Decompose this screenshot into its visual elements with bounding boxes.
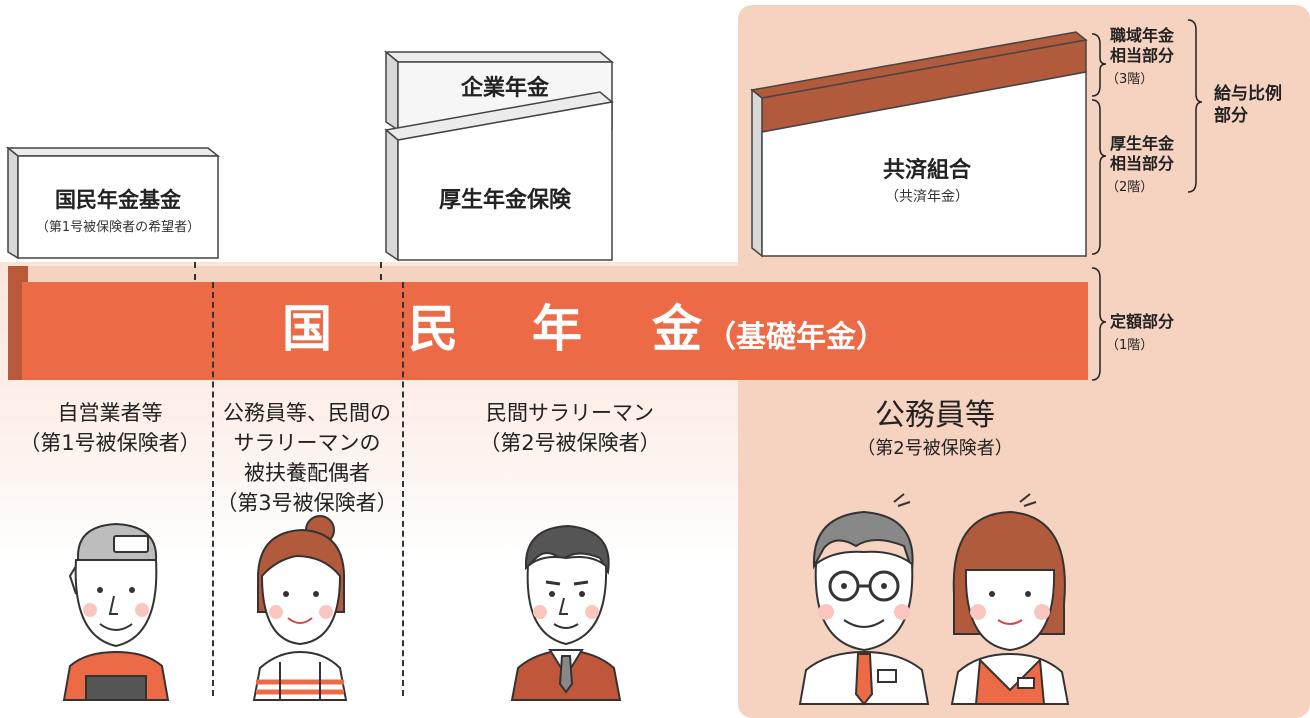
basic-bar-subtitle: （基礎年金）: [706, 320, 886, 355]
civil-servant-line2: （第2号被保険者）: [857, 438, 1013, 459]
mutual-aid-title: 共済組合: [882, 158, 971, 183]
national-fund-subtitle: （第1号被保険者の希望者）: [35, 220, 201, 235]
basic-bar-char-1: 国: [282, 300, 332, 358]
national-fund-box: [5, 146, 221, 260]
mutual-aid-subtitle: （共済年金）: [885, 189, 969, 205]
civil-servant-label: 公務員等 （第2号被保険者）: [800, 398, 1070, 464]
divider-1: [194, 262, 196, 280]
dependent-spouse-label: 公務員等、民間の サラリーマンの 被扶養配偶者 （第3号被保険者）: [212, 398, 402, 518]
welfare-pension-title: 厚生年金保険: [438, 188, 571, 213]
basic-pension-bar: [22, 282, 1088, 380]
basic-bar-char-4: 金: [652, 300, 702, 358]
mutual-aid-box: [750, 31, 1088, 258]
civil-servant-woman-icon: [950, 493, 1070, 705]
corporate-pension-title: 企業年金: [460, 76, 549, 101]
salaryman-line2: （第2号被保険者）: [479, 431, 661, 455]
dependent-line4: （第3号被保険者）: [216, 491, 398, 515]
divider-2: [402, 282, 404, 696]
salaryman-icon: [510, 524, 622, 701]
earnings-label-2: 部分: [1214, 106, 1248, 126]
tier2-label-3: （2階）: [1106, 180, 1154, 195]
self-employed-line1: 自営業者等: [57, 401, 163, 425]
welfare-pension-box: [384, 91, 614, 262]
civil-servant-man-icon: [798, 493, 930, 706]
tier-brackets: [1091, 19, 1203, 381]
tier1-label-1: 定額部分: [1110, 312, 1175, 331]
tier2-label-1: 厚生年金: [1110, 134, 1175, 153]
tier1-label-2: （1階）: [1106, 338, 1154, 353]
tier2-label-2: 相当部分: [1110, 154, 1175, 173]
basic-bar-char-2: 民: [408, 300, 458, 358]
dependent-line3: 被扶養配偶者: [244, 461, 370, 485]
divider-1: [212, 282, 214, 696]
national-fund-title: 国民年金基金: [55, 188, 181, 212]
tier3-label-1: 職域年金: [1110, 26, 1175, 45]
tier3-label-2: 相当部分: [1110, 46, 1175, 65]
basic-bar-char-3: 年: [532, 300, 582, 358]
tier3-label-3: （3階）: [1106, 72, 1154, 87]
earnings-label-1: 給与比例: [1214, 84, 1282, 104]
civil-servant-line1: 公務員等: [875, 398, 995, 433]
self-employed-person-icon: [62, 522, 170, 701]
divider-2: [380, 262, 382, 280]
housewife-icon: [252, 515, 348, 701]
dependent-line2: サラリーマンの: [233, 431, 381, 455]
dependent-line1: 公務員等、民間の: [223, 401, 391, 425]
salaryman-line1: 民間サラリーマン: [486, 401, 654, 425]
basic-pension-bar-top: [8, 266, 1088, 284]
self-employed-label: 自営業者等 （第1号被保険者）: [10, 398, 210, 458]
salaryman-label: 民間サラリーマン （第2号被保険者）: [420, 398, 720, 458]
self-employed-line2: （第1号被保険者）: [19, 431, 201, 455]
